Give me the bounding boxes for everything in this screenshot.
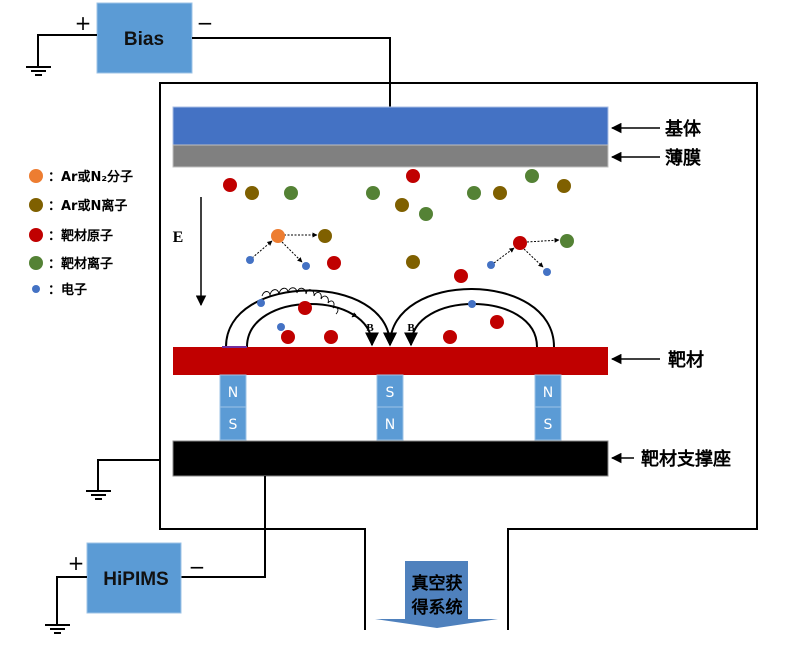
electric-field-label: E xyxy=(173,229,184,246)
target-atom-particle xyxy=(454,269,468,283)
target-atom-particle xyxy=(223,178,237,192)
electron-legend-icon xyxy=(32,285,40,293)
bias-wire xyxy=(192,37,391,107)
target-atom-legend-label: ：靶材原子 xyxy=(48,228,113,244)
particles xyxy=(223,169,574,344)
b-label-right: B xyxy=(407,322,415,334)
magnet-center-top-pole: S xyxy=(386,385,395,401)
magnet-center-bottom-pole: N xyxy=(385,417,395,433)
target-atom-legend-icon xyxy=(29,228,43,242)
vacuum-label-line2: 得系统 xyxy=(411,597,463,618)
magnet-right-bottom-pole: S xyxy=(544,417,553,433)
hipims-label: HiPIMS xyxy=(103,569,168,590)
target-atom-particle xyxy=(327,256,341,270)
ground-icon xyxy=(45,624,70,634)
target-ion-particle xyxy=(419,207,433,221)
bias-label: Bias xyxy=(124,29,164,50)
substrate xyxy=(172,106,609,146)
bias-supply: Bias + − xyxy=(75,2,214,74)
electron-legend-label: ：电子 xyxy=(48,282,87,298)
substrate-label: 基体 xyxy=(664,118,702,140)
target-ion-particle xyxy=(525,169,539,183)
collision-arrows xyxy=(251,232,560,268)
gas-ion-legend-icon xyxy=(29,198,43,212)
legend: ：Ar或N₂分子 ：Ar或N离子 ：靶材原子 ：靶材离子 ：电子 xyxy=(29,169,133,298)
b-label-left: B xyxy=(366,322,374,334)
vacuum-pump-arrow: 真空获 得系统 xyxy=(375,561,498,628)
target-atom-particle xyxy=(324,330,338,344)
target-ion-legend-label: ：靶材离子 xyxy=(48,256,113,272)
target-ion-particle xyxy=(560,234,574,248)
electron-particle xyxy=(543,268,551,276)
magnet-left: N S xyxy=(219,374,247,441)
chamber-wall-left xyxy=(159,82,758,630)
gas-ion-particle xyxy=(395,198,409,212)
electron-spiral-arrow xyxy=(351,312,358,318)
magnet-left-top-pole: N xyxy=(228,385,238,401)
target-atom-particle xyxy=(281,330,295,344)
hipims-plus: + xyxy=(68,551,85,575)
holder-label: 靶材支撑座 xyxy=(641,448,731,470)
gas-molecule-particle xyxy=(271,229,285,243)
gas-ion-particle xyxy=(245,186,259,200)
gas-molecule-legend-label: ：Ar或N₂分子 xyxy=(48,169,133,185)
gas-ion-particle xyxy=(493,186,507,200)
magnet-left-bottom-pole: S xyxy=(229,417,238,433)
bias-plus: + xyxy=(75,11,92,35)
ground-icon xyxy=(86,490,111,500)
hipims-minus: − xyxy=(189,555,206,579)
electron-particle xyxy=(302,262,310,270)
hipims-supply: HiPIMS + − xyxy=(68,542,206,614)
b-arc-right-inner xyxy=(404,303,538,348)
bias-ground-wire xyxy=(37,34,97,67)
magnet-center: S N xyxy=(376,374,404,441)
target-ion-particle xyxy=(467,186,481,200)
target-label: 靶材 xyxy=(668,349,704,371)
b-arc-right-outer xyxy=(383,288,555,348)
target-atom-particle xyxy=(406,169,420,183)
bias-minus: − xyxy=(197,11,214,35)
electron-particle xyxy=(487,261,495,269)
gas-ion-particle xyxy=(318,229,332,243)
gas-ion-particle xyxy=(406,255,420,269)
ground-icon xyxy=(26,66,51,76)
film-label: 薄膜 xyxy=(665,147,701,169)
target-atom-particle xyxy=(513,236,527,250)
gas-molecule-legend-icon xyxy=(29,169,43,183)
electron-particle xyxy=(277,323,285,331)
target-ion-particle xyxy=(366,186,380,200)
target xyxy=(173,347,608,375)
electron-spiral-path xyxy=(261,287,339,315)
gas-ion-legend-label: ：Ar或N离子 xyxy=(48,198,127,214)
target-atom-particle xyxy=(298,301,312,315)
b-arc-left-outer xyxy=(225,289,397,348)
hipims-wire xyxy=(181,476,266,578)
target-holder xyxy=(172,440,609,477)
target-ion-legend-icon xyxy=(29,256,43,270)
electron-particle xyxy=(246,256,254,264)
chamber-ground-wire xyxy=(97,459,160,490)
magnetic-field-lines xyxy=(225,288,555,348)
target-atom-particle xyxy=(490,315,504,329)
film xyxy=(172,144,609,168)
hipims-ground-wire xyxy=(56,576,87,624)
gas-ion-particle xyxy=(557,179,571,193)
vacuum-label-line1: 真空获 xyxy=(412,573,463,594)
magnet-right: N S xyxy=(534,374,562,441)
target-ion-particle xyxy=(284,186,298,200)
magnet-right-top-pole: N xyxy=(543,385,553,401)
target-atom-particle xyxy=(443,330,457,344)
hipims-box xyxy=(86,542,182,614)
bias-box xyxy=(96,2,193,74)
electron-particle xyxy=(257,299,265,307)
electron-particle xyxy=(468,300,476,308)
